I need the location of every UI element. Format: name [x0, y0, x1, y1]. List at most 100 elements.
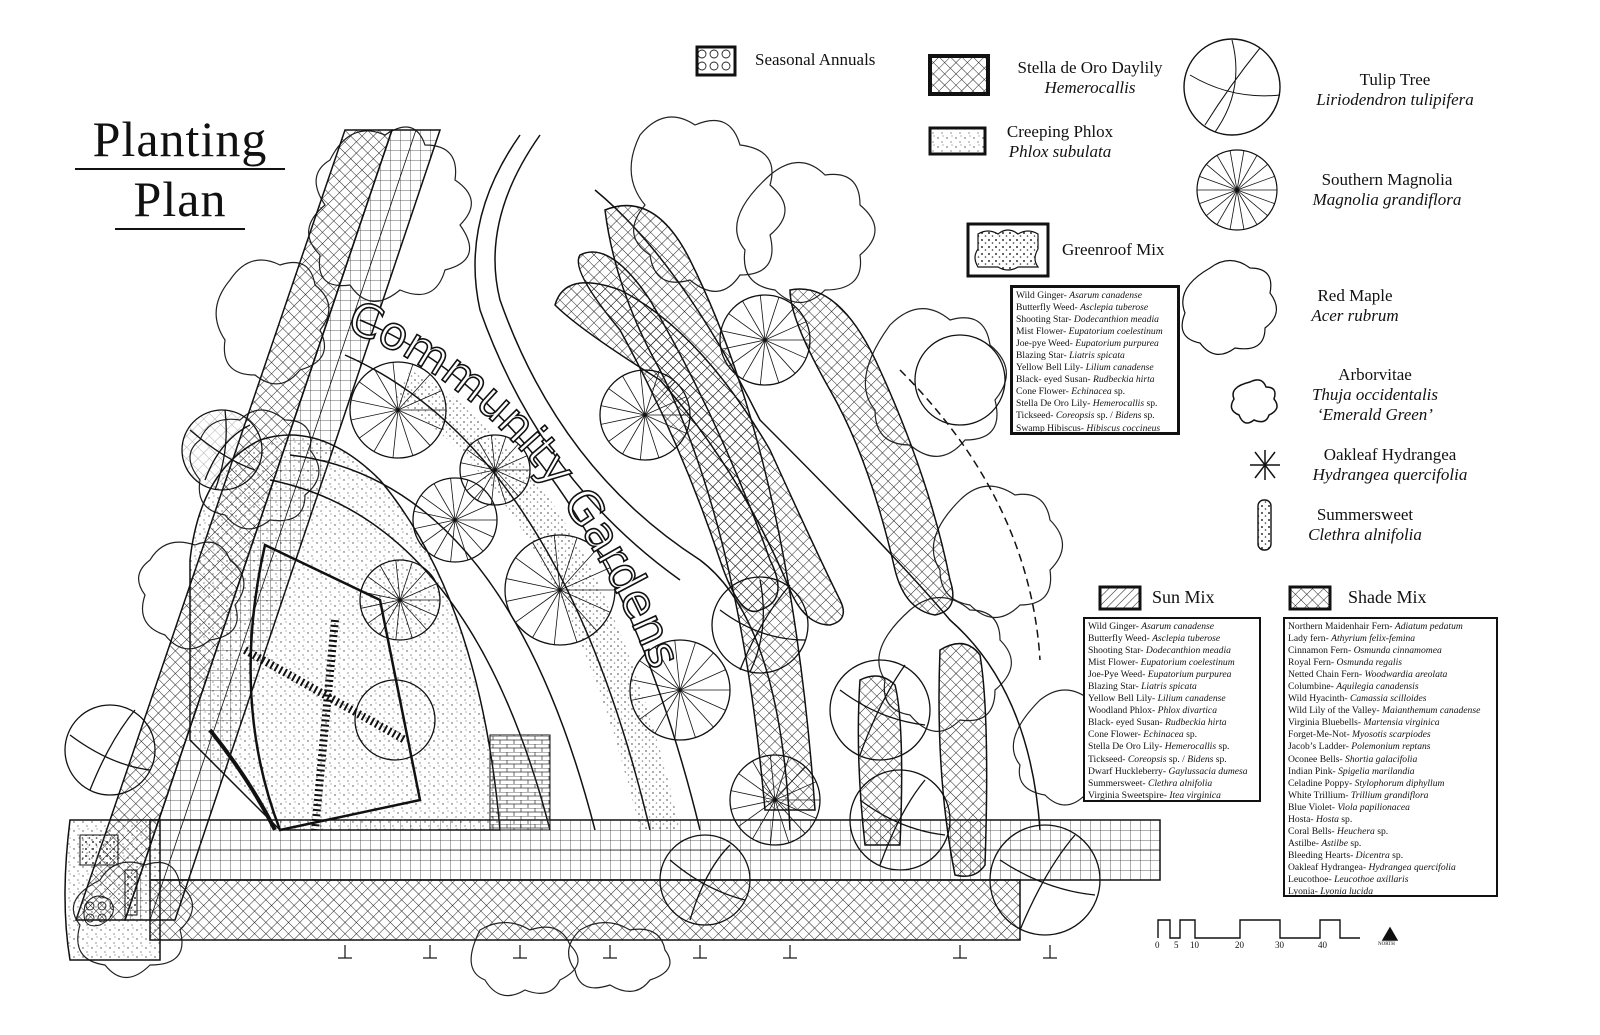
shade-mix-latin: Athyrium felix-femina — [1331, 633, 1416, 645]
tree-spoke — [728, 339, 766, 367]
magnolia-label: Southern Magnolia Magnolia grandiflora — [1292, 170, 1482, 210]
sun-mix-latin: Itea virginica — [1169, 789, 1221, 801]
tree-spoke — [608, 388, 646, 416]
sun-mix-suffix: sp. / — [1166, 753, 1188, 765]
tulip-tree-icon — [1183, 38, 1281, 136]
sun-mix-latin: Eupatorium purpurea — [1147, 669, 1232, 681]
tree-spoke — [759, 295, 766, 341]
tree-spoke — [395, 560, 401, 601]
sun-mix-common: Butterfly Weed- — [1088, 633, 1153, 645]
shade-mix-common: Coral Bells- — [1288, 825, 1338, 837]
tree-spoke — [460, 469, 496, 478]
magnolia-spoke — [1236, 189, 1245, 230]
shade-mix-item: Astilbe- Astilbe sp. — [1288, 838, 1493, 850]
shade-mix-list: Northern Maidenhair Fern- Adiatum pedatu… — [1283, 617, 1498, 897]
seasonal-annuals-swatch — [695, 45, 737, 77]
shade-mix-suffix: sp. — [1347, 837, 1362, 849]
tree-spoke — [774, 781, 817, 801]
greenroof-latin: Eupatorium coelestinum — [1068, 326, 1163, 338]
tree-spoke — [644, 396, 687, 416]
magnolia-spoke — [1229, 189, 1238, 230]
shade-mix-suffix: sp. — [1389, 849, 1404, 861]
garden-band — [344, 319, 701, 831]
shade-mix-latin: Aquilegia canadensis — [1336, 681, 1419, 693]
tree-spoke — [764, 339, 780, 383]
greenroof-item: Cone Flower- Echinacea sp. — [1016, 386, 1174, 398]
sun-mix-item: Dwarf Huckleberry- Gaylussacia dumesa — [1088, 766, 1256, 778]
shade-mix-item: Cinnamon Fern- Osmunda cinnamomea — [1288, 645, 1493, 657]
sun-mix-latin: Liatris spicata — [1141, 681, 1197, 693]
tree-spoke — [600, 414, 646, 425]
greenroof-latin: Echinacea — [1071, 386, 1112, 398]
shade-mix-item: Hosta- Hosta sp. — [1288, 814, 1493, 826]
greenroof-swatch — [966, 222, 1050, 278]
shade-mix-latin: Maianthemum canadense — [1382, 705, 1481, 717]
magnolia-spoke — [1206, 189, 1238, 217]
tree-spoke — [644, 414, 676, 449]
tree-spoke — [644, 414, 660, 458]
shade-mix-item: Wild Hyacinth- Camassia scilloides — [1288, 693, 1493, 705]
sun-mix-suffix2: sp. — [1213, 753, 1227, 765]
corner-plaza — [64, 819, 161, 961]
tree-spoke — [450, 519, 456, 562]
greenroof-item: Butterfly Weed- Asclepia tuberose — [1016, 302, 1174, 314]
sun-mix-common: Tickseed- — [1088, 753, 1128, 765]
greenroof-suffix: sp. — [1144, 398, 1158, 410]
hydrangea-icon — [1250, 450, 1280, 480]
tree-spoke — [397, 409, 431, 446]
phlox-common: Creeping Phlox — [1006, 122, 1114, 141]
tree-spoke — [392, 409, 399, 458]
sun-mix-item: Tickseed- Coreopsis sp. / Bidens sp. — [1088, 754, 1256, 766]
tree-spoke — [373, 409, 399, 452]
tree-spoke — [553, 535, 561, 591]
magnolia-spoke — [1236, 175, 1275, 191]
sun-mix-latin: Asclepia tuberose — [1152, 633, 1221, 645]
sun-mix-latin: Phlox divartica — [1157, 705, 1217, 717]
tree-spoke — [764, 321, 807, 341]
daylily-common: Stella de Oro Daylily — [1017, 58, 1163, 77]
tree-spoke — [350, 409, 399, 421]
greenroof-item: Wild Ginger- Asarum canadense — [1016, 290, 1174, 302]
sun-mix-suffix: sp. — [1216, 741, 1230, 753]
title-underline-1 — [75, 168, 285, 170]
scale-tick-label: 0 — [1155, 940, 1160, 950]
sun-mix-common: Yellow Bell Lily- — [1088, 693, 1158, 705]
tree-spoke — [358, 409, 399, 439]
sun-mix-item: Cone Flower- Echinacea sp. — [1088, 729, 1256, 741]
sun-mix-item: Wild Ginger- Asarum canadense — [1088, 621, 1256, 633]
shade-mix-item: Royal Fern- Osmunda regalis — [1288, 657, 1493, 669]
tree-spoke — [769, 799, 776, 845]
sun-mix-common: Cone Flower- — [1088, 729, 1144, 741]
tree-spoke — [639, 660, 681, 691]
tree-spoke — [395, 599, 401, 640]
tree-spoke — [644, 372, 660, 416]
shade-mix-common: Forget-Me-Not- — [1288, 729, 1353, 741]
garden-fan — [189, 434, 596, 832]
tree-spoke — [679, 669, 726, 691]
daylily-strips — [554, 204, 988, 877]
tree-spoke — [738, 773, 776, 801]
tree-spoke — [413, 519, 456, 530]
shade-mix-latin: Shortia galacifolia — [1345, 753, 1418, 765]
tree-spoke — [494, 469, 507, 504]
greenroof-latin: Dodecanthion meadia — [1073, 314, 1159, 326]
shade-mix-common: Royal Fern- — [1288, 657, 1337, 669]
tree-spoke — [433, 519, 456, 557]
tree-spoke — [730, 799, 776, 810]
sun-mix-latin: Echinacea — [1143, 729, 1184, 741]
tree-spoke — [494, 436, 507, 471]
shade-mix-common: Columbine- — [1288, 681, 1337, 693]
tree-spoke — [360, 599, 401, 609]
tree-spoke — [774, 757, 790, 801]
tree-spoke — [515, 557, 561, 591]
tree-spoke — [774, 766, 806, 801]
greenroof-common: Tickseed- — [1016, 410, 1056, 422]
greenroof-suffix: sp. — [1111, 386, 1126, 398]
greenroof-common: Swamp Hibiscus- — [1016, 422, 1087, 434]
tree-spoke — [738, 799, 776, 827]
tree-spoke — [774, 799, 790, 843]
title-line-1: Planting — [92, 111, 268, 167]
shade-mix-item: Virginia Bluebells- Martensia virginica — [1288, 717, 1493, 729]
sun-mix-latin: Rudbeckia hirta — [1165, 717, 1227, 729]
